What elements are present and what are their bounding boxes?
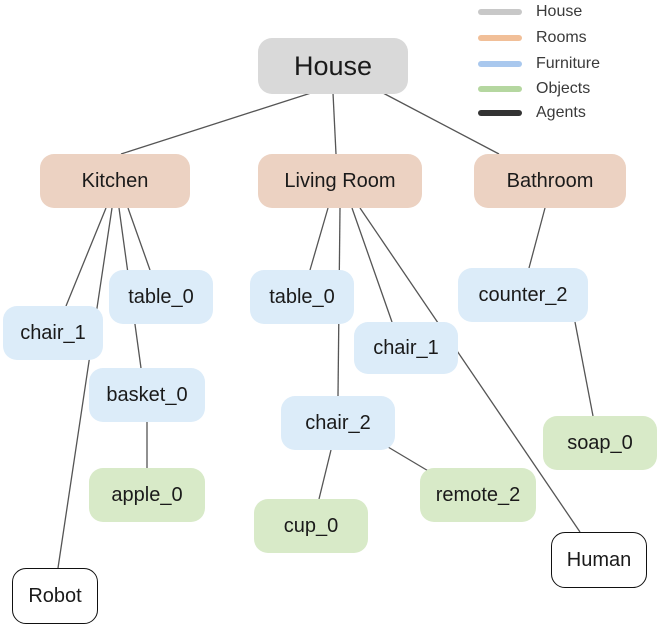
node-furniture-chair-2: chair_2: [281, 396, 395, 450]
node-room-kitchen: Kitchen: [40, 154, 190, 208]
edge-house-to-bathroom: [382, 92, 500, 155]
node-house: House: [258, 38, 408, 94]
legend-item-rooms: Rooms: [478, 28, 587, 48]
node-furniture-chair-1-living-room: chair_1: [354, 322, 458, 374]
legend-label-house: House: [536, 3, 583, 20]
legend-label-agents: Agents: [536, 104, 586, 121]
legend-item-furniture: Furniture: [478, 54, 600, 74]
node-room-bathroom: Bathroom: [474, 154, 626, 208]
legend-swatch-agents: [478, 110, 522, 116]
legend-label-furniture: Furniture: [536, 55, 601, 72]
edge-living-room-to-human: [359, 207, 581, 533]
edge-living-room-to-l-chair-1: [351, 207, 393, 323]
edge-living-room-to-l-table-0: [309, 207, 329, 271]
node-object-remote-2: remote_2: [420, 468, 536, 522]
node-furniture-chair-1-kitchen: chair_1: [3, 306, 103, 360]
legend-item-objects: Objects: [478, 79, 590, 99]
node-furniture-table-0-kitchen: table_0: [109, 270, 213, 324]
edge-bathroom-to-counter-2: [528, 207, 546, 269]
edge-house-to-living-room: [332, 92, 337, 155]
legend-swatch-furniture: [478, 61, 522, 67]
node-object-apple-0: apple_0: [89, 468, 205, 522]
node-object-cup-0: cup_0: [254, 499, 368, 553]
node-agent-human: Human: [551, 532, 647, 588]
edge-counter-2-to-soap-0: [574, 321, 594, 417]
edge-house-to-kitchen: [120, 92, 312, 155]
edge-kitchen-to-k-table-0: [127, 207, 151, 271]
legend-swatch-objects: [478, 86, 522, 92]
node-furniture-basket-0: basket_0: [89, 368, 205, 422]
legend-swatch-house: [478, 9, 522, 15]
node-room-living-room: Living Room: [258, 154, 422, 208]
legend-label-rooms: Rooms: [536, 29, 587, 46]
node-furniture-counter-2: counter_2: [458, 268, 588, 322]
legend-item-agents: Agents: [478, 103, 586, 123]
legend-label-objects: Objects: [536, 80, 591, 97]
edge-l-chair-2-to-cup-0: [318, 449, 332, 500]
edge-l-chair-2-to-remote-2: [387, 446, 431, 473]
legend-swatch-rooms: [478, 35, 522, 41]
edge-kitchen-to-k-chair-1: [65, 207, 107, 307]
node-furniture-table-0-living-room: table_0: [250, 270, 354, 324]
node-object-soap-0: soap_0: [543, 416, 657, 470]
edge-kitchen-to-robot: [57, 207, 113, 569]
node-agent-robot: Robot: [12, 568, 98, 624]
legend-item-house: House: [478, 2, 582, 22]
